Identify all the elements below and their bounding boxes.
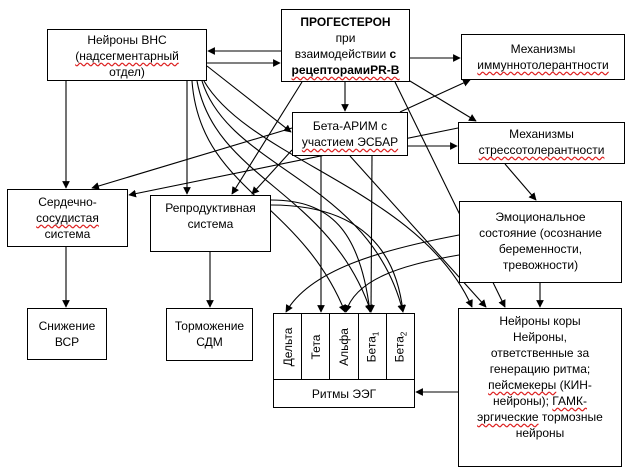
node-cardio-line: система: [44, 227, 91, 241]
node-emotion-line: Эмоциональное: [495, 210, 586, 224]
node-betaarim-line: участием ЭСБАР: [301, 135, 399, 149]
arrow-ans-to-beta2-curve: [201, 80, 406, 313]
node-progesterone-line: рецепторамиPR-B: [291, 63, 400, 77]
node-stress-line: стрессотолерантности: [478, 143, 605, 157]
node-cortex-line: генерацию ритма;: [489, 362, 591, 376]
node-immune-line: иммуннотолерантности: [477, 58, 609, 72]
eeg-label-subscript: 2: [400, 331, 410, 336]
eeg-column: Бета1: [359, 314, 387, 379]
eeg-column: Бета2: [387, 314, 414, 379]
node-cortex-line: ответственные за: [490, 346, 590, 360]
arrow-betaarim-to-immune: [399, 79, 471, 113]
node-progesterone-fragment: с: [389, 47, 397, 61]
node-cortex-line: эргические тормозные: [459, 409, 621, 425]
node-cortex-fragment: ГАМК-: [552, 394, 587, 408]
node-sdm-line: СДМ: [196, 335, 223, 349]
node-cortex-line: Нейроны коры: [499, 314, 581, 328]
eeg-column-label: Бета1: [364, 331, 381, 362]
eeg-label-text: Бета: [392, 335, 407, 362]
arrow-ans-to-betaarim: [206, 65, 292, 133]
eeg-column-label: Тета: [308, 334, 324, 359]
node-ans-line: (надсегментарный: [75, 49, 179, 63]
node-cortex-line: нейроны: [515, 426, 565, 440]
eeg-column: Тета: [302, 314, 331, 379]
eeg-label-text: Бета: [364, 335, 379, 362]
arrow-repro-to-beta2-curve: [270, 204, 407, 313]
arrow-betaarim-to-cardio: [91, 127, 293, 190]
node-immune-tolerance: Механизмы иммуннотолерантности: [461, 34, 625, 80]
node-cortex-fragment: пейсмекеры: [488, 378, 557, 392]
node-cortex-fragment: эргические: [477, 410, 539, 424]
eeg-label-text: Тета: [308, 334, 323, 359]
arrow-repro-to-beta1-curve: [270, 199, 373, 313]
eeg-column-label: Альфа: [336, 328, 352, 366]
node-eeg-rhythms: Дельта Тета Альфа Бета1 Бета2 Ритмы ЭЭГ: [273, 313, 415, 408]
node-emotion-line: беременности,: [498, 242, 583, 256]
node-cardiovascular: Сердечно- сосудистая система: [7, 189, 128, 247]
arrow-emotion-to-delta-curve: [285, 234, 460, 313]
node-cortex-line: Нейроны,: [513, 330, 567, 344]
arrow-stress-to-emotion: [504, 163, 537, 201]
node-emotion-line: тревожности): [502, 258, 579, 272]
eeg-caption: Ритмы ЭЭГ: [311, 387, 377, 401]
node-cortex-line: нейроны); ГАМК-: [459, 393, 621, 409]
node-betaarim-line: Бета-АРИМ с: [312, 119, 388, 133]
node-cortex-line: пейсмекеры (КИН-: [459, 377, 621, 393]
node-reproductive: Репродуктивная система: [150, 195, 271, 252]
node-ans-neurons: Нейроны ВНС (надсегментарный отдел): [47, 29, 207, 81]
node-cortex-fragment: тормозные: [538, 410, 603, 424]
node-progesterone-title: ПРОГЕСТЕРОН: [300, 15, 391, 29]
node-stress-line: Механизмы: [509, 127, 574, 141]
eeg-column-label: Дельта: [280, 327, 296, 366]
node-immune-line: Механизмы: [510, 42, 576, 56]
node-ans-line: Нейроны ВНС: [87, 33, 167, 47]
arrow-ans-to-beta1-curve: [196, 80, 373, 313]
node-cortex-fragment: нейроны);: [493, 394, 553, 408]
node-cardio-line: сосудистая: [36, 211, 99, 225]
node-cortex-fragment: (КИН-: [556, 378, 592, 392]
arrow-ans-to-cortex-curve: [203, 80, 473, 308]
eeg-column: Дельта: [274, 314, 303, 379]
eeg-columns: Дельта Тета Альфа Бета1 Бета2: [274, 314, 414, 380]
eeg-column-label: Бета2: [392, 331, 409, 362]
node-cortex-neurons: Нейроны коры Нейроны, ответственные за г…: [458, 308, 622, 467]
eeg-label-text: Дельта: [280, 327, 295, 366]
arrow-emotion-to-alpha-curve: [344, 254, 460, 313]
node-progesterone: ПРОГЕСТЕРОН при взаимодействии с рецепто…: [281, 9, 410, 82]
node-vsr-line: Снижение: [38, 319, 96, 333]
arrow-betaarim-to-beta1: [367, 155, 375, 313]
node-stress-tolerance: Механизмы стрессотолерантности: [458, 122, 625, 164]
arrow-progesterone-to-repro: [231, 81, 303, 195]
eeg-label-subscript: 1: [371, 331, 381, 336]
node-vsr-line: ВСР: [54, 335, 80, 349]
node-repro-line: Репродуктивная: [165, 201, 256, 215]
arrow-betaarim-to-repro: [251, 149, 293, 195]
node-emotional-state: Эмоциональное состояние (осознание берем…: [459, 201, 622, 283]
eeg-column: Альфа: [330, 314, 359, 379]
node-repro-line: система: [187, 217, 234, 231]
arrow-progesterone-to-stress: [399, 74, 477, 122]
node-emotion-line: состояние (осознание: [479, 226, 602, 240]
node-sdm-inhibition: Торможение СДМ: [166, 308, 253, 361]
node-progesterone-line: при: [335, 31, 356, 45]
node-beta-arim: Бета-АРИМ с участием ЭСБАР: [292, 112, 408, 156]
node-ans-line: отдел): [109, 65, 145, 79]
eeg-label-text: Альфа: [337, 327, 351, 366]
node-hrv-decrease: Снижение ВСР: [27, 308, 107, 360]
node-cardio-line: Сердечно-: [38, 195, 97, 209]
node-sdm-line: Торможение: [174, 319, 245, 333]
node-progesterone-fragment: взаимодействии: [294, 47, 390, 61]
node-progesterone-line: взаимодействии с: [282, 46, 409, 62]
